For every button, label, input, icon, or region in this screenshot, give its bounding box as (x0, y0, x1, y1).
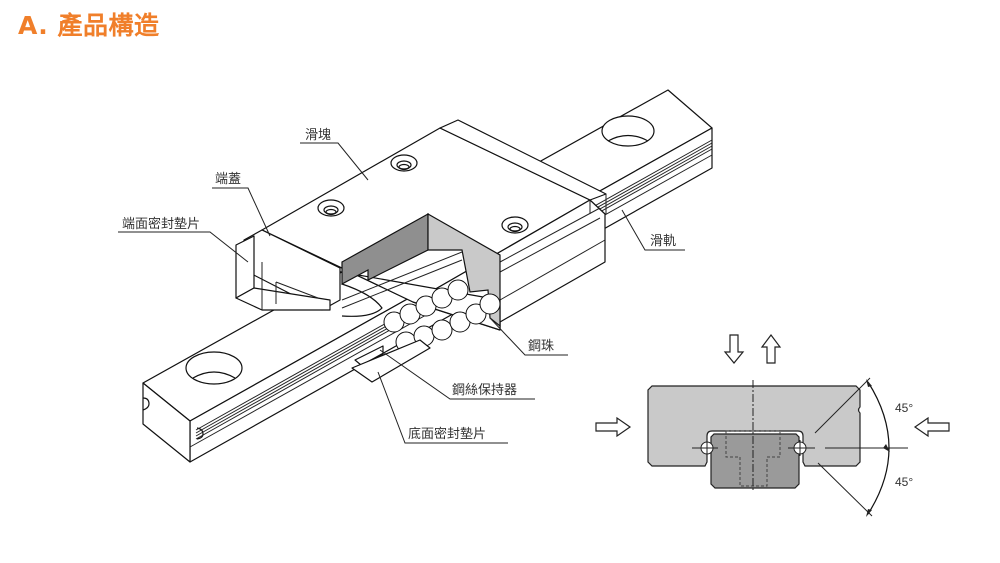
label-slider-block: 滑塊 (305, 127, 331, 143)
callouts: 滑塊 端蓋 端面密封墊片 滑軌 鋼珠 鋼絲保持器 底面密封墊片 (118, 127, 685, 444)
angle-upper-label: 45° (895, 401, 913, 415)
cutaway-light-face (427, 212, 501, 328)
label-end-seal: 端面密封墊片 (122, 216, 200, 232)
label-rail: 滑軌 (650, 233, 676, 249)
angle-arc (867, 381, 890, 515)
label-steel-balls: 鋼珠 (528, 339, 554, 354)
slider-block (235, 119, 607, 383)
rail-mount-hole-front (185, 351, 243, 385)
cross-section-diagram: 45° 45° (595, 334, 950, 517)
arrow-down-icon (723, 334, 745, 364)
cutaway-section (341, 212, 501, 328)
rail-mount-hole-back (601, 115, 655, 147)
rail-end-face (142, 382, 191, 463)
angle-lower-label: 45° (895, 475, 913, 489)
steel-balls (383, 279, 501, 353)
block-tapped-holes (317, 154, 529, 234)
label-bottom-seal: 底面密封墊片 (408, 426, 486, 442)
page-title: A. 產品構造 (18, 11, 160, 40)
label-wire-retainer: 鋼絲保持器 (452, 383, 517, 398)
wire-retainer (354, 345, 384, 366)
arrow-left-icon (913, 416, 950, 438)
arrow-right-icon (595, 416, 632, 438)
arrow-up-icon (760, 334, 782, 364)
label-end-cap: 端蓋 (215, 172, 241, 187)
end-seal (235, 235, 255, 299)
bottom-seal (351, 339, 431, 383)
cross-section-rail (710, 433, 800, 489)
rail-notch (142, 397, 150, 411)
rail-notch-2 (196, 427, 204, 440)
